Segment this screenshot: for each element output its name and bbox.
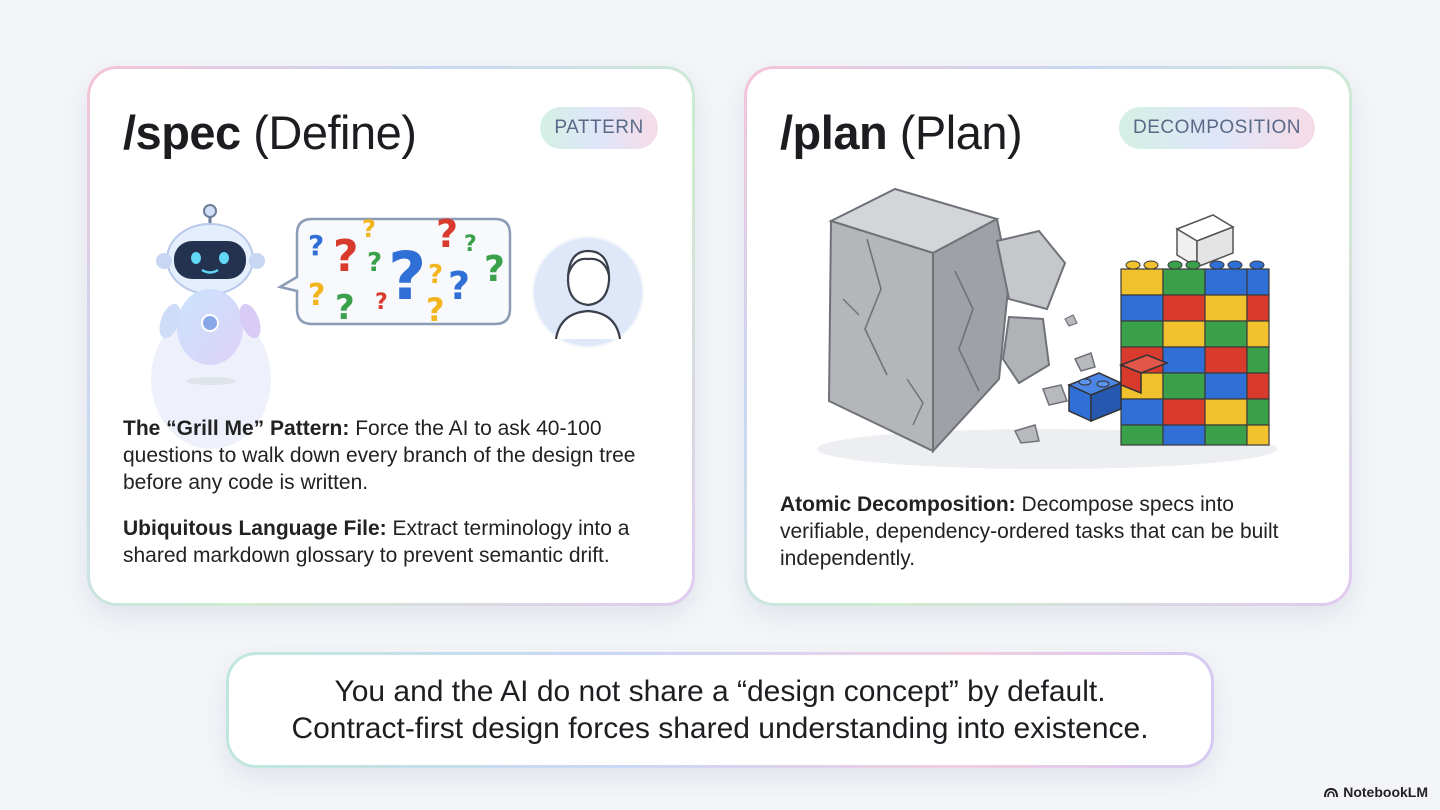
key-takeaway-box: You and the AI do not share a “design co… <box>226 652 1214 768</box>
user-avatar-icon <box>532 236 644 348</box>
atomic-decomposition-text: Decompose specs into verifiable, depende… <box>780 493 1279 570</box>
spec-card: /spec (Define) PATTERN <box>87 66 695 606</box>
takeaway-line-1: You and the AI do not share a “design co… <box>334 675 1106 708</box>
svg-text:?: ? <box>484 249 505 290</box>
spec-title-suffix: (Define) <box>253 106 417 159</box>
spec-command: /spec <box>123 106 241 159</box>
svg-text:?: ? <box>436 212 458 256</box>
ubiquitous-language-description: Ubiquitous Language File: Extract termin… <box>123 515 664 569</box>
plan-command: /plan <box>780 106 888 159</box>
pattern-badge: PATTERN <box>540 107 658 149</box>
svg-text:?: ? <box>367 248 382 278</box>
ubiquitous-language-heading: Ubiquitous Language File: <box>123 517 387 540</box>
brand-name: NotebookLM <box>1343 784 1428 800</box>
svg-text:?: ? <box>426 291 445 329</box>
cracked-stone-block-icon <box>827 187 1096 454</box>
svg-text:?: ? <box>428 260 443 290</box>
notebooklm-logo-icon <box>1324 787 1339 798</box>
svg-text:?: ? <box>333 231 359 282</box>
svg-text:?: ? <box>448 264 470 308</box>
lego-brick-tower-icon <box>1067 214 1270 446</box>
grill-me-description: The “Grill Me” Pattern: Force the AI to … <box>123 415 664 496</box>
grill-me-heading: The “Grill Me” Pattern: <box>123 417 350 440</box>
svg-text:?: ? <box>464 232 477 257</box>
plan-illustration <box>817 187 1277 469</box>
svg-text:?: ? <box>308 229 324 262</box>
decomposition-badge: DECOMPOSITION <box>1119 107 1315 149</box>
svg-text:?: ? <box>388 238 426 315</box>
plan-card-title: /plan (Plan) <box>780 105 1023 160</box>
svg-text:?: ? <box>375 290 388 315</box>
svg-text:?: ? <box>308 278 325 313</box>
atomic-decomposition-description: Atomic Decomposition: Decompose specs in… <box>780 491 1321 572</box>
robot-icon <box>151 204 271 449</box>
plan-card: /plan (Plan) DECOMPOSITION <box>744 66 1352 606</box>
svg-text:?: ? <box>335 288 355 328</box>
grill-me-text: Force the AI to ask 40-100 questions to … <box>123 417 636 494</box>
spec-illustration: ? ? ? ? ? ? ? ? ? ? ? ? ? ? <box>151 204 644 449</box>
atomic-decomposition-heading: Atomic Decomposition: <box>780 493 1016 516</box>
notebooklm-watermark: NotebookLM <box>1324 784 1428 800</box>
takeaway-line-2: Contract-first design forces shared unde… <box>291 712 1149 745</box>
question-speech-bubble-icon: ? ? ? ? ? ? ? ? ? ? ? ? ? ? <box>276 212 512 329</box>
spec-card-title: /spec (Define) <box>123 105 417 160</box>
svg-text:?: ? <box>362 215 376 243</box>
plan-title-suffix: (Plan) <box>899 106 1023 159</box>
ubiquitous-language-text: Extract terminology into a shared markdo… <box>123 517 630 567</box>
